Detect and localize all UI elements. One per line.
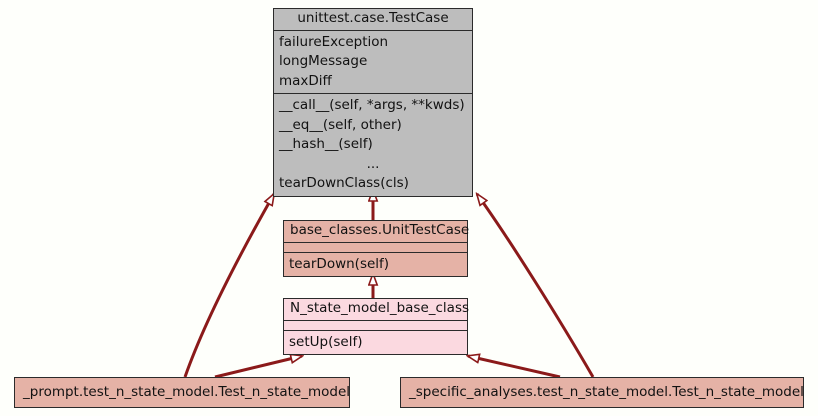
method-row: __call__(self, *args, **kwds): [279, 97, 465, 113]
method-row: tearDownClass(cls): [279, 175, 409, 191]
class-title: _specific_analyses.test_n_state_model.Te…: [409, 384, 804, 400]
method-row: setUp(self): [289, 333, 363, 350]
edge-prompt-to-testcase: [183, 194, 274, 378]
class-box-specific-analyses-test-n-state-model[interactable]: _specific_analyses.test_n_state_model.Te…: [400, 377, 804, 408]
edge-prompt-to-nstatebase: [214, 356, 302, 379]
edge-specific-to-testcase: [477, 194, 595, 378]
method-row: tearDown(self): [289, 255, 390, 272]
class-title: _prompt.test_n_state_model.Test_n_state_…: [23, 384, 351, 400]
method-row: __eq__(self, other): [279, 116, 402, 133]
class-title: unittest.case.TestCase: [274, 9, 472, 31]
class-methods: tearDown(self): [284, 252, 467, 276]
attribute-row: longMessage: [279, 53, 368, 69]
class-box-prompt-test-n-state-model[interactable]: _prompt.test_n_state_model.Test_n_state_…: [14, 377, 350, 408]
class-title: N_state_model_base_class: [284, 299, 469, 321]
class-box-base-classes-unittestcase[interactable]: base_classes.UnitTestCase tearDown(self): [283, 220, 469, 277]
method-row: __hash__(self): [279, 136, 373, 152]
class-attributes: failureException longMessage maxDiff: [274, 30, 472, 94]
class-attributes-empty: [284, 320, 467, 331]
attribute-row: failureException: [279, 33, 389, 50]
attribute-row: maxDiff: [279, 72, 332, 89]
class-title: base_classes.UnitTestCase: [284, 221, 469, 243]
class-box-unittest-case-testcase[interactable]: unittest.case.TestCase failureException …: [273, 8, 473, 197]
class-methods: __call__(self, *args, **kwds) __eq__(sel…: [274, 94, 472, 196]
class-box-n-state-model-base-class[interactable]: N_state_model_base_class setUp(self): [283, 298, 469, 355]
method-row-ellipsis: ...: [366, 155, 380, 172]
edge-specific-to-nstatebase: [468, 356, 561, 379]
class-methods: setUp(self): [284, 330, 467, 354]
class-attributes-empty: [284, 242, 467, 253]
